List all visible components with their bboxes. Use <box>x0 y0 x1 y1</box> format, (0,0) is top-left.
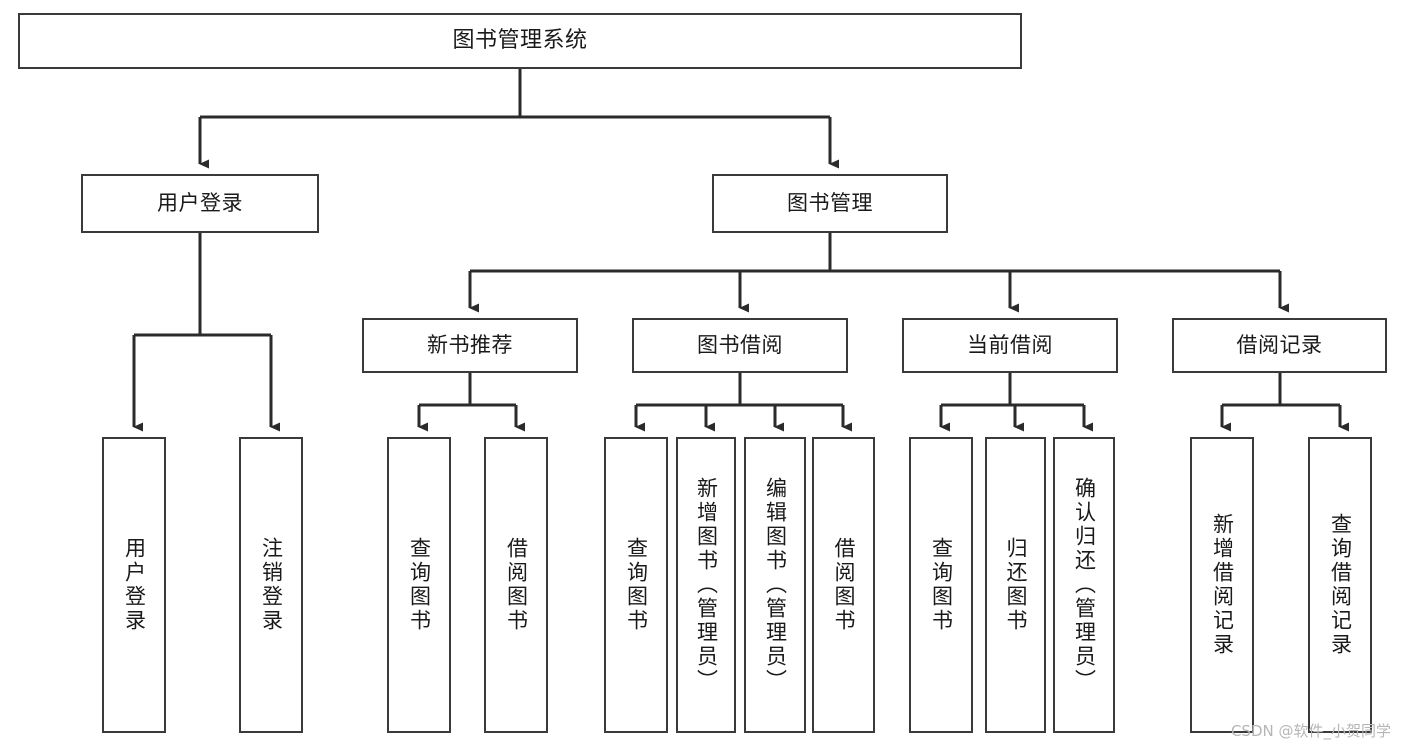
node-leaf-user-login[interactable]: 用户登录 <box>102 437 166 733</box>
node-leaf-return-book[interactable]: 归还图书 <box>985 437 1046 733</box>
node-label: 当前借阅 <box>967 333 1053 358</box>
node-root[interactable]: 图书管理系统 <box>18 13 1022 69</box>
node-label: 编辑图书（管理员） <box>763 477 788 693</box>
node-label: 确认归还（管理员） <box>1072 477 1097 693</box>
node-user-login[interactable]: 用户登录 <box>81 174 319 233</box>
node-leaf-edit-book[interactable]: 编辑图书（管理员） <box>744 437 806 733</box>
node-leaf-query-book-borrow[interactable]: 查询图书 <box>604 437 668 733</box>
node-leaf-borrow-book-rec[interactable]: 借阅图书 <box>484 437 548 733</box>
node-leaf-add-book[interactable]: 新增图书（管理员） <box>676 437 736 733</box>
node-label: 图书管理系统 <box>452 27 588 53</box>
node-label: 查询借阅记录 <box>1328 513 1353 657</box>
node-label: 借阅图书 <box>504 537 529 633</box>
node-label: 借阅记录 <box>1236 333 1323 358</box>
node-new-book-recommend[interactable]: 新书推荐 <box>362 318 578 373</box>
watermark-text: CSDN @软件_小贺同学 <box>1230 722 1391 740</box>
node-leaf-borrow-book[interactable]: 借阅图书 <box>812 437 875 733</box>
node-label: 图书管理 <box>787 191 873 216</box>
node-leaf-user-logout[interactable]: 注销登录 <box>239 437 303 733</box>
node-leaf-query-borrow-record[interactable]: 查询借阅记录 <box>1308 437 1372 733</box>
node-leaf-query-book-cur[interactable]: 查询图书 <box>909 437 973 733</box>
node-leaf-add-borrow-record[interactable]: 新增借阅记录 <box>1190 437 1254 733</box>
node-current-borrow[interactable]: 当前借阅 <box>902 318 1118 373</box>
node-label: 用户登录 <box>157 191 243 216</box>
node-borrow-record[interactable]: 借阅记录 <box>1172 318 1387 373</box>
node-label: 新增借阅记录 <box>1210 513 1235 657</box>
node-label: 新增图书（管理员） <box>694 477 719 693</box>
node-label: 归还图书 <box>1004 537 1028 633</box>
node-label: 查询图书 <box>624 537 649 633</box>
node-leaf-confirm-return[interactable]: 确认归还（管理员） <box>1053 437 1115 733</box>
node-label: 查询图书 <box>407 537 432 633</box>
node-label: 查询图书 <box>929 537 954 633</box>
node-label: 借阅图书 <box>832 537 856 633</box>
node-label: 新书推荐 <box>427 333 513 358</box>
node-book-borrow[interactable]: 图书借阅 <box>632 318 848 373</box>
node-label: 注销登录 <box>259 537 284 633</box>
node-book-manage[interactable]: 图书管理 <box>712 174 948 233</box>
node-leaf-query-book-rec[interactable]: 查询图书 <box>387 437 451 733</box>
node-label: 用户登录 <box>122 537 147 633</box>
node-label: 图书借阅 <box>697 333 783 358</box>
